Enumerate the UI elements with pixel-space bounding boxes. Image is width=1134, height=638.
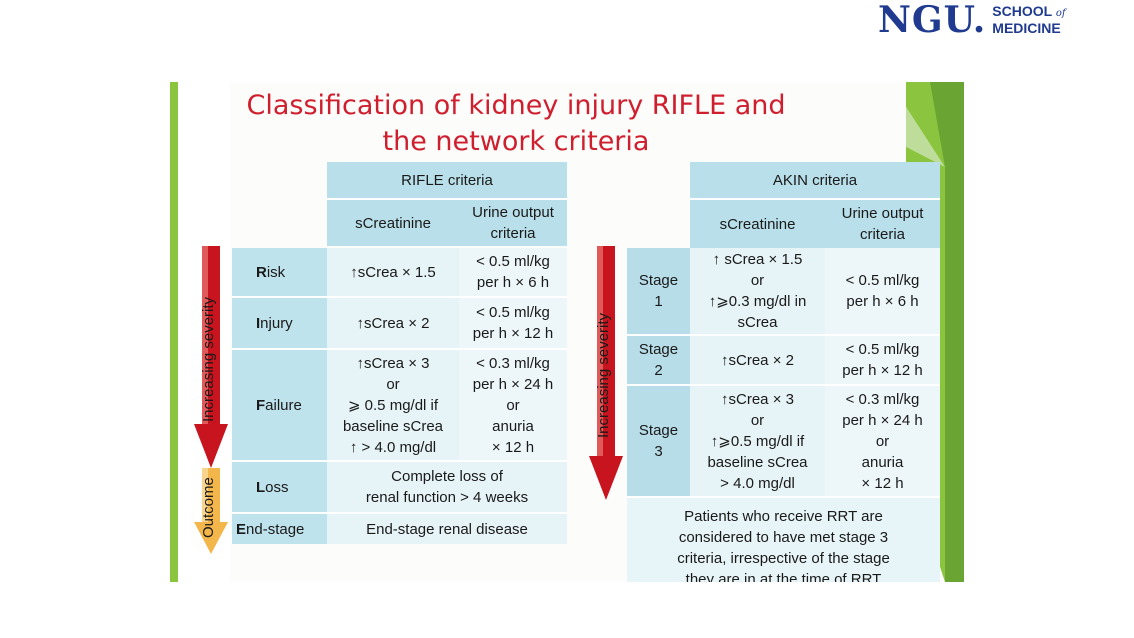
ngu-school-of-medicine-logo: NGU. SCHOOL of MEDICINE xyxy=(878,2,1066,38)
akin-stage-2: Stage 2 xyxy=(627,334,690,384)
slide-image: Classification of kidney injury RIFLE an… xyxy=(170,82,964,582)
akin-stage-1-screat: ↑ sCrea × 1.5 or ↑⩾0.3 mg/dl in sCrea xyxy=(690,248,825,334)
rifle-failure-urine: < 0.3 ml/kg per h × 24 h or anuria × 12 … xyxy=(459,348,567,460)
rifle-risk-urine: < 0.5 ml/kg per h × 6 h xyxy=(459,248,567,296)
rifle-injury-screat: ↑sCrea × 2 xyxy=(327,296,459,348)
akin-stage-1: Stage 1 xyxy=(627,248,690,334)
akin-stage-1-urine: < 0.5 ml/kg per h × 6 h xyxy=(825,248,940,334)
rifle-increasing-severity-label: Increasing severity xyxy=(200,296,217,422)
akin-stage-2-urine: < 0.5 ml/kg per h × 12 h xyxy=(825,334,940,384)
akin-stage-2-screat: ↑sCrea × 2 xyxy=(690,334,825,384)
logo-school-text: SCHOOL of MEDICINE xyxy=(992,3,1066,36)
rifle-risk-screat: ↑sCrea × 1.5 xyxy=(327,248,459,296)
akin-stage-3: Stage 3 xyxy=(627,384,690,496)
akin-stage-3-screat: ↑sCrea × 3 or ↑⩾0.5 mg/dl if baseline sC… xyxy=(690,384,825,496)
akin-increasing-severity-label: Increasing severity xyxy=(595,312,612,438)
rifle-col-urine: Urine output criteria xyxy=(459,198,567,246)
rifle-severity-arrow xyxy=(194,246,228,468)
rifle-end-stage-text: End-stage renal disease xyxy=(327,512,567,544)
akin-severity-arrow xyxy=(589,246,623,500)
rifle-injury-urine: < 0.5 ml/kg per h × 12 h xyxy=(459,296,567,348)
akin-col-urine: Urine output criteria xyxy=(825,198,940,248)
akin-col-screatinine: sCreatinine xyxy=(690,198,825,248)
akin-stage-3-urine: < 0.3 ml/kg per h × 24 h or anuria × 12 … xyxy=(825,384,940,496)
akin-header: AKIN criteria xyxy=(690,162,940,198)
rifle-loss-text: Complete loss of renal function > 4 week… xyxy=(327,460,567,512)
outcome-label: Outcome xyxy=(200,477,217,538)
logo-ngu: NGU. xyxy=(878,0,987,41)
rifle-failure-screat: ↑sCrea × 3 or ⩾ 0.5 mg/dl if baseline sC… xyxy=(327,348,459,460)
slide-title: Classification of kidney injury RIFLE an… xyxy=(246,90,786,157)
outcome-arrow xyxy=(194,468,228,554)
rifle-col-screatinine: sCreatinine xyxy=(327,198,459,246)
rifle-header: RIFLE criteria xyxy=(327,162,567,198)
akin-rrt-note: Patients who receive RRT are considered … xyxy=(627,496,940,582)
